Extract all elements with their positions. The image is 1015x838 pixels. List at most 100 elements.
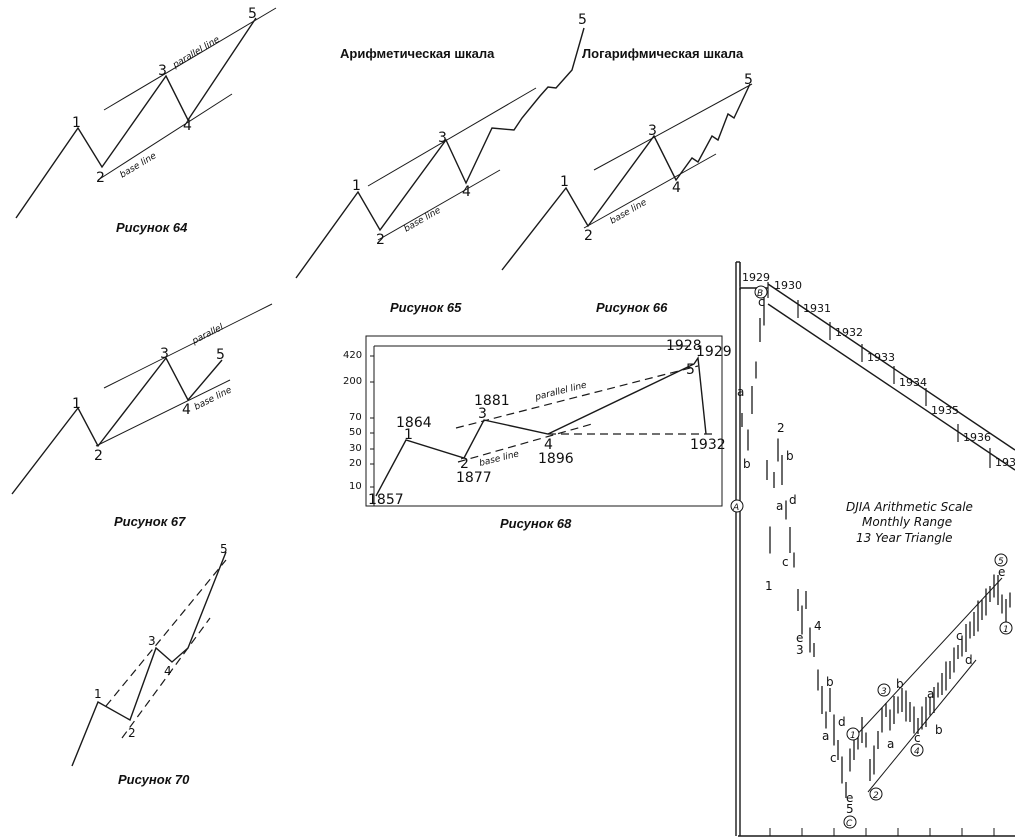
djia-year-1933: 1933: [867, 351, 895, 364]
djia-price-bars: [741, 294, 1011, 798]
djia-number-2: 2: [777, 421, 785, 435]
fig66-wave: [501, 83, 751, 271]
fig68-base-line: [457, 423, 593, 463]
djia-letter-e: e: [796, 631, 803, 645]
fig68-year-1881: 1881: [474, 393, 510, 409]
djia-number-5: 5: [846, 802, 854, 816]
djia-circled-1b: 1: [1003, 625, 1009, 635]
djia-circle-marker: [754, 285, 768, 299]
fig68-year-1857: 1857: [368, 492, 404, 508]
djia-year-band-top: [767, 283, 1015, 451]
djia-letter-c5: c: [956, 629, 963, 643]
djia-circle-2: 2: [869, 787, 883, 801]
fig67-parallel-line: [103, 303, 273, 389]
djia-circled-4: 4: [914, 747, 920, 757]
djia-letter-d: d: [789, 493, 797, 507]
fig68-ytick-50: 50: [349, 427, 362, 438]
fig67-caption: Рисунок 67: [114, 514, 186, 529]
djia-title-line2: Monthly Range: [862, 515, 952, 529]
djia-letter-d3: d: [965, 653, 973, 667]
fig65-label-2: 2: [376, 232, 385, 248]
fig66-parallel-line: [593, 83, 753, 171]
figure-67: 1 2 3 4 5 parallel base line Рисунок 67: [11, 303, 273, 529]
fig68-ytick-30: 30: [349, 443, 362, 454]
fig70-label-4: 4: [164, 664, 172, 678]
djia-circled-3: 3: [881, 687, 887, 697]
fig67-parallel-label: parallel: [190, 322, 226, 347]
fig66-label-2: 2: [584, 228, 593, 244]
fig66-base-line: [583, 153, 717, 229]
figure-70: 1 2 3 4 5 Рисунок 70: [71, 542, 228, 787]
fig70-base-line: [121, 617, 211, 739]
figure-68: 420 200 70 50 30 20 10 1857 1864 1877 18…: [343, 335, 732, 531]
fig68-parallel-line: [455, 365, 699, 429]
fig65-wave: [295, 27, 585, 279]
fig68-frame: [365, 335, 723, 507]
djia-letter-d2: d: [838, 715, 846, 729]
fig67-label-4: 4: [182, 402, 191, 418]
fig64-caption: Рисунок 64: [116, 220, 188, 235]
djia-letter-e2: e: [846, 791, 853, 805]
fig67-wave: [11, 356, 223, 495]
fig66-base-label: base line: [609, 197, 650, 226]
djia-circle-marker: [846, 727, 860, 741]
fig68-label-3: 3: [478, 406, 487, 422]
djia-circle-marker: [994, 553, 1008, 567]
djia-circle-marker: [999, 621, 1013, 635]
fig70-label-2: 2: [128, 726, 136, 740]
fig68-caption: Рисунок 68: [500, 516, 572, 531]
djia-year-1937: 1937: [995, 456, 1015, 469]
djia-circle-5: 5: [994, 553, 1008, 567]
fig68-label-4: 4: [544, 437, 553, 453]
fig68-wave: [375, 355, 707, 497]
fig64-base-line: [97, 93, 233, 181]
fig68-year-1929: 1929: [696, 344, 732, 360]
fig66-title: Логарифмическая шкала: [582, 46, 744, 61]
djia-circle-marker: [910, 743, 924, 757]
fig65-label-4: 4: [462, 184, 471, 200]
djia-year-1930: 1930: [774, 279, 802, 292]
fig65-label-3: 3: [438, 130, 447, 146]
fig65-base-label: base line: [403, 205, 444, 234]
fig67-base-line: [95, 379, 231, 447]
djia-number-3: 3: [796, 643, 804, 657]
djia-title-line3: 13 Year Triangle: [856, 531, 953, 545]
djia-circled-A: A: [732, 503, 739, 513]
djia-letter-a3: a: [822, 729, 829, 743]
fig65-parallel-line: [367, 87, 537, 187]
fig65-label-5: 5: [578, 12, 587, 28]
fig64-label-5: 5: [248, 6, 257, 22]
figure-65: Арифметическая шкала 1 2 3 4 5 base line…: [295, 12, 587, 315]
djia-letter-b: b: [743, 457, 751, 471]
djia-year-1932: 1932: [835, 326, 863, 339]
fig68-year-1864: 1864: [396, 415, 432, 431]
fig68-ytick-20: 20: [349, 458, 362, 469]
djia-circle-marker: [730, 499, 744, 513]
djia-circled-5: 5: [998, 557, 1004, 567]
djia-number-4: 4: [814, 619, 822, 633]
fig66-label-3: 3: [648, 123, 657, 139]
djia-title-line1: DJIA Arithmetic Scale: [846, 500, 973, 514]
fig67-label-1: 1: [72, 396, 81, 412]
djia-circled-C: C: [846, 819, 853, 829]
djia-year-1936: 1936: [963, 431, 991, 444]
djia-letter-a2: a: [776, 499, 783, 513]
djia-year-1935: 1935: [931, 404, 959, 417]
fig66-label-4: 4: [672, 180, 681, 196]
fig65-label-1: 1: [352, 178, 361, 194]
djia-upper-channel: [851, 577, 1003, 741]
fig65-base-line: [377, 169, 501, 241]
djia-bottom-ticks: [769, 828, 995, 836]
fig70-caption: Рисунок 70: [118, 772, 190, 787]
fig70-label-1: 1: [94, 687, 102, 701]
djia-circle-1b: 1: [999, 621, 1013, 635]
djia-circled-2: 2: [873, 791, 879, 801]
djia-year-1929: 1929: [742, 271, 770, 284]
fig68-ytick-10: 10: [349, 481, 362, 492]
djia-letter-b3: b: [826, 675, 834, 689]
fig66-caption: Рисунок 66: [596, 300, 668, 315]
djia-circle-marker: [877, 683, 891, 697]
djia-letter-c2: c: [782, 555, 789, 569]
fig68-year-1877: 1877: [456, 470, 492, 486]
